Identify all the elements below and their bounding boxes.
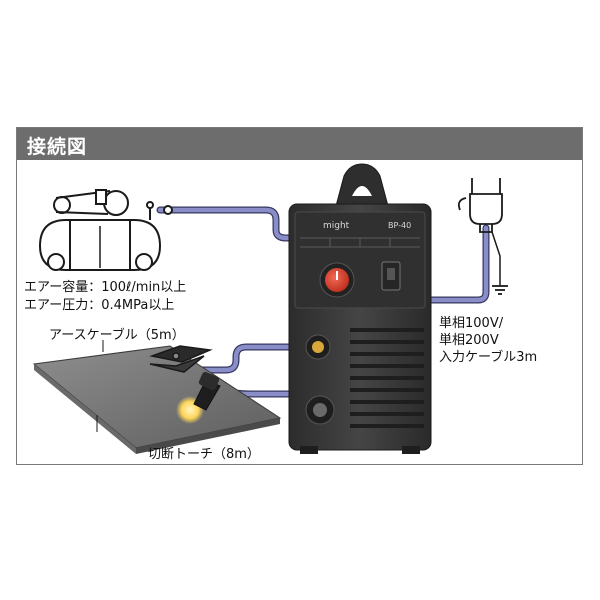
cutting-torch-icon: [176, 371, 221, 424]
workpiece-plate: [32, 345, 282, 454]
torch-label: 切断トーチ（8m）: [148, 447, 260, 462]
ground-cable-label: アースケーブル（5m）: [49, 328, 185, 343]
air-volume-label: エアー容量：100ℓ/min以上: [24, 280, 187, 295]
power-cable: [428, 224, 490, 304]
air-compressor-icon: [38, 189, 173, 271]
power-plug-icon: [457, 178, 508, 295]
power-spec-line3: 入力ケーブル3m: [439, 350, 538, 365]
device-brand: might: [323, 221, 350, 231]
air-pressure-label: エアー圧力：0.4MPa以上: [24, 298, 175, 313]
section-header: 接続図: [17, 128, 582, 160]
vent-grille-icon: [350, 328, 424, 428]
power-spec-line1: 単相100V/: [439, 316, 504, 331]
power-spec-line2: 単相200V: [439, 333, 499, 348]
ground-clamp-icon: [149, 345, 213, 373]
section-title: 接続図: [27, 136, 88, 158]
device-model: BP-40: [388, 221, 411, 230]
plasma-cutter-unit: might BP-40: [288, 163, 432, 454]
